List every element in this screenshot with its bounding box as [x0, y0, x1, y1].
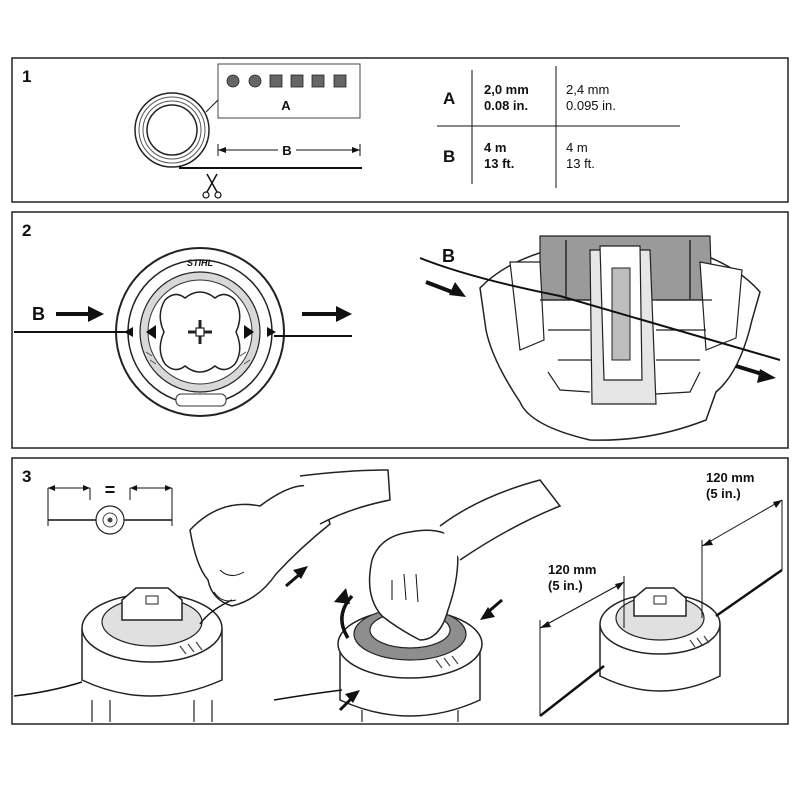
table-a-col2-mm: 2,4 mm — [566, 82, 609, 97]
line-cross-section-box — [205, 63, 361, 119]
insert-direction-arrow — [338, 690, 360, 712]
equal-sign: = — [105, 480, 116, 500]
length-left-in: (5 in.) — [548, 578, 583, 593]
mow-head-finished — [599, 587, 721, 692]
rotate-direction-arrow — [334, 588, 354, 639]
length-right-mm: 120 mm — [706, 470, 754, 485]
equal-length-inset — [47, 485, 173, 535]
hand-pulling-line — [189, 469, 391, 625]
table-a-col1-in: 0.08 in. — [484, 98, 528, 113]
length-b-dimension — [217, 142, 361, 156]
line-through-head — [14, 306, 352, 337]
pull-direction-arrow — [285, 566, 308, 588]
line-end-middle — [273, 689, 343, 701]
mow-head-top-view — [115, 247, 285, 417]
mow-head-winding-1 — [81, 587, 223, 722]
table-a-col2-in: 0.095 in. — [566, 98, 616, 113]
table-b-col1-in: 13 ft. — [484, 156, 514, 171]
push-direction-arrow — [480, 598, 503, 620]
step-number-1: 1 — [22, 67, 31, 86]
mow-head-winding-2 — [337, 607, 483, 722]
label-a: A — [281, 98, 291, 113]
label-b-left: B — [32, 304, 45, 324]
table-a-col1-mm: 2,0 mm — [484, 82, 529, 97]
step-number-2: 2 — [22, 221, 31, 240]
brand-logo: STIHL — [187, 258, 213, 268]
step-number-3: 3 — [22, 467, 31, 486]
length-right-in: (5 in.) — [706, 486, 741, 501]
table-b-col1-mm: 4 m — [484, 140, 506, 155]
table-b-col2-mm: 4 m — [566, 140, 588, 155]
trimmer-line-ends — [539, 568, 783, 717]
label-b-right: B — [442, 246, 455, 266]
scissors-icon — [202, 173, 222, 199]
spec-table-grid — [437, 66, 680, 188]
label-b: B — [282, 143, 291, 158]
panel-1-frame — [11, 57, 789, 203]
table-row-a-key: A — [443, 89, 455, 108]
panel-2-frame — [11, 211, 789, 449]
panel-3-frame — [11, 457, 789, 725]
length-dimension-left — [539, 576, 625, 716]
hand-turning-head — [368, 479, 562, 641]
mow-head-cutaway-view — [479, 235, 761, 441]
line-through-cutaway — [419, 257, 781, 383]
length-dimension-right — [701, 499, 783, 618]
line-coil-icon — [134, 92, 362, 169]
length-left-mm: 120 mm — [548, 562, 596, 577]
table-row-b-key: B — [443, 147, 455, 166]
line-end-left — [13, 681, 83, 697]
table-b-col2-in: 13 ft. — [566, 156, 595, 171]
